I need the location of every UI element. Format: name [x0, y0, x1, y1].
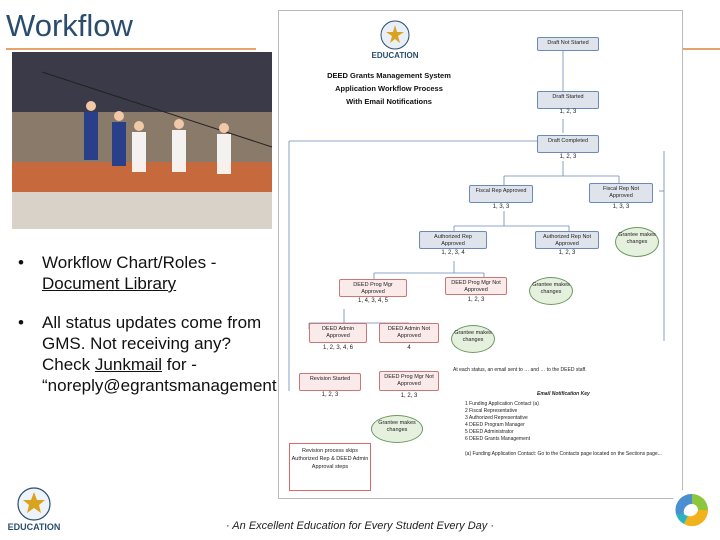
- chart-title-line: With Email Notifications: [346, 97, 432, 106]
- box-fiscal-rep-not-approved: Fiscal Rep Not Approved: [589, 183, 653, 203]
- bullet-text: Workflow Chart/Roles -: [42, 253, 217, 272]
- legend-item: 2 Fiscal Representative: [465, 408, 518, 414]
- num-deed-admin-not-approved: 4: [407, 345, 411, 351]
- legend-item: 1 Funding Application Contact (a): [465, 401, 539, 407]
- num-fiscal-rep-approved: 1, 3, 3: [492, 204, 510, 210]
- chart-title: DEED Grants Management System Applicatio…: [309, 69, 469, 108]
- bullet-text-tail: for - “noreply@egrantsmanagement.com”: [42, 355, 320, 395]
- legend-note: (a) Funding Application Contact: Go to t…: [465, 451, 662, 457]
- num-draft-completed: 1, 2, 3: [559, 154, 577, 160]
- bullet-list: • Workflow Chart/Roles - Document Librar…: [18, 252, 319, 414]
- box-deed-prog-mgr-approved: DEED Prog Mgr Approved: [339, 279, 407, 297]
- ellipse-grantee-changes: Grantee makes changes: [371, 415, 423, 443]
- chart-title-line: DEED Grants Management System: [327, 71, 451, 80]
- chart-logo: EDUCATION: [372, 20, 419, 60]
- bullet-status-updates: • All status updates come from GMS. Not …: [18, 312, 319, 396]
- legend-list: 1 Funding Application Contact (a) 2 Fisc…: [465, 401, 605, 443]
- box-deed-prog-mgr-not-approved-low: DEED Prog Mgr Not Approved: [379, 371, 439, 391]
- box-authorized-rep-not-approved: Authorized Rep Not Approved: [535, 231, 599, 249]
- legend-item: 6 DEED Grants Management: [465, 436, 531, 442]
- logo-text: EDUCATION: [8, 522, 61, 532]
- legend-intro: At each status, an email sent to … and ……: [453, 367, 587, 373]
- num-revision-started: 1, 2, 3: [321, 392, 339, 398]
- document-library-link[interactable]: Document Library: [42, 274, 177, 293]
- legend-item: 5 DEED Administrator: [465, 429, 514, 435]
- bullet-workflow: • Workflow Chart/Roles - Document Librar…: [18, 252, 268, 294]
- ellipse-grantee-changes: Grantee makes changes: [615, 227, 659, 257]
- workflow-chart: EDUCATION DEED Grants Management System …: [278, 10, 683, 499]
- box-authorized-rep-approved: Authorized Rep Approved: [419, 231, 487, 249]
- legend-title: Email Notification Key: [537, 391, 590, 397]
- ellipse-grantee-changes: Grantee makes changes: [529, 277, 573, 305]
- num-authorized-rep-approved: 1, 2, 3, 4: [441, 250, 465, 256]
- svg-text:EDUCATION: EDUCATION: [372, 51, 419, 60]
- box-fiscal-rep-approved: Fiscal Rep Approved: [469, 185, 533, 203]
- revision-note: Revision process skips Authorized Rep & …: [289, 443, 371, 491]
- box-revision-started: Revision Started: [299, 373, 361, 391]
- box-deed-admin-not-approved: DEED Admin Not Approved: [379, 323, 439, 343]
- slide-title: Workflow: [6, 8, 133, 43]
- volleyball-photo: [12, 52, 272, 229]
- box-deed-admin-approved: DEED Admin Approved: [309, 323, 367, 343]
- bullet-dot: •: [18, 313, 24, 332]
- title-rule-right: [680, 48, 720, 50]
- swirl-logo: [670, 488, 714, 532]
- chart-title-line: Application Workflow Process: [335, 84, 443, 93]
- junkmail-link[interactable]: Junkmail: [94, 355, 163, 374]
- education-logo: EDUCATION: [8, 487, 61, 532]
- num-deed-prog-mgr-approved: 1, 4, 3, 4, 5: [357, 298, 389, 304]
- footer-tagline: · An Excellent Education for Every Stude…: [226, 520, 494, 532]
- legend-item: 3 Authorized Representative: [465, 415, 528, 421]
- num-fiscal-rep-not-approved: 1, 3, 3: [612, 204, 630, 210]
- box-draft-completed: Draft Completed: [537, 135, 599, 153]
- legend-item: 4 DEED Program Manager: [465, 422, 525, 428]
- num-deed-prog-mgr-not-approved-low: 1, 2, 3: [400, 393, 418, 399]
- box-deed-prog-mgr-not-approved: DEED Prog Mgr Not Approved: [445, 277, 507, 295]
- title-rule: [6, 48, 256, 50]
- num-authorized-rep-not-approved: 1, 2, 3: [558, 250, 576, 256]
- bullet-text: All status updates come from GMS. Not re…: [42, 313, 262, 374]
- num-deed-prog-mgr-not-approved: 1, 2, 3: [467, 297, 485, 303]
- num-draft-started: 1, 2, 3: [559, 109, 577, 115]
- ellipse-grantee-changes: Grantee makes changes: [451, 325, 495, 353]
- bullet-dot: •: [18, 253, 24, 272]
- box-draft-not-started: Draft Not Started: [537, 37, 599, 51]
- num-deed-admin-approved: 1, 2, 3, 4, 6: [322, 345, 354, 351]
- box-draft-started: Draft Started: [537, 91, 599, 109]
